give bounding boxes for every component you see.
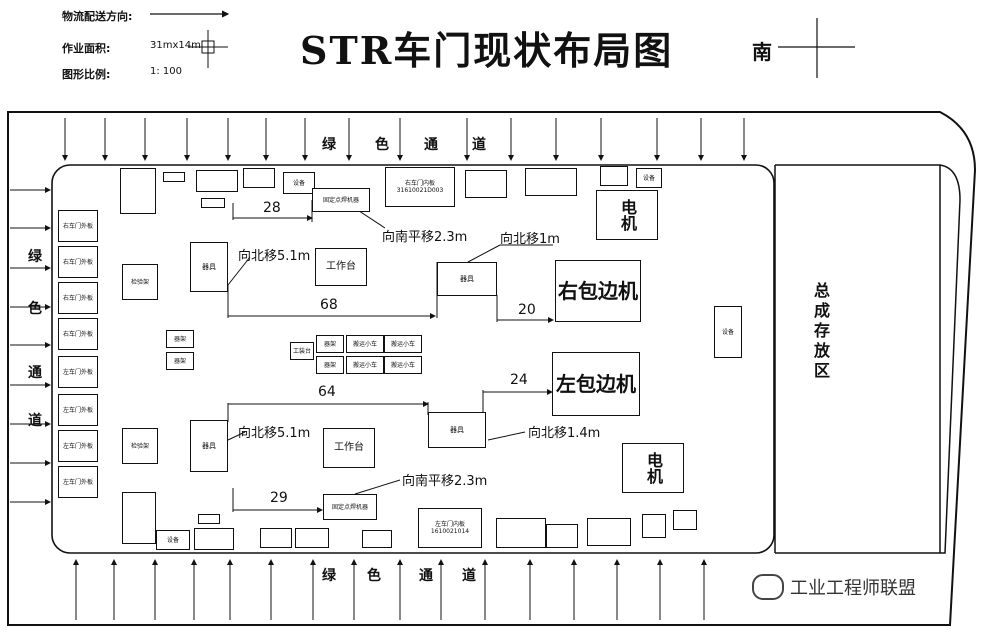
dim-20: 20	[518, 302, 536, 318]
area-value: 31mx14m	[150, 40, 201, 51]
bottom-device-9	[546, 524, 578, 548]
right-hemming-machine: 右包边机	[555, 260, 641, 322]
green-channel-left-2: 色	[28, 301, 42, 317]
watermark: 工业工程师联盟	[752, 574, 916, 600]
motor-bottom: 电机	[622, 443, 684, 493]
top-device-8	[525, 168, 577, 196]
top-device-9	[600, 166, 628, 186]
watermark-text: 工业工程师联盟	[790, 578, 916, 599]
bottom-device-8	[496, 518, 546, 548]
top-device-4	[201, 198, 225, 208]
bottom-device-5	[260, 528, 292, 548]
outer-boundary	[7, 111, 977, 626]
bottom-device-3	[198, 514, 220, 524]
scale-label: 图形比例:	[62, 68, 111, 81]
dim-68: 68	[320, 297, 338, 313]
equipment-bottom: 设备	[156, 530, 190, 550]
station-c: 器架	[316, 335, 344, 353]
bottom-device-10	[587, 518, 631, 546]
green-channel-bottom-1: 绿	[322, 568, 336, 584]
green-channel-top-2: 色	[375, 137, 389, 153]
dim-64: 64	[318, 384, 336, 400]
direction-label: 物流配送方向:	[62, 10, 133, 23]
left-rack-1: 右车门外板	[58, 210, 98, 242]
workbench-bottom: 工作台	[323, 428, 375, 468]
fixture-top-left: 器具	[190, 242, 228, 292]
move-north-14: 向北移1.4m	[528, 426, 601, 441]
finished-storage-label: 总成存放区	[811, 282, 830, 382]
cart-2: 搬运小车	[384, 335, 422, 353]
dim-28: 28	[263, 200, 281, 216]
station-a: 器架	[166, 330, 194, 348]
move-south-top: 向南平移2.3m	[382, 230, 468, 245]
left-rack-7: 左车门外板	[58, 430, 98, 462]
bottom-inner-left: 左车门内板	[434, 521, 465, 528]
move-north-bottom: 向北移5.1m	[238, 426, 311, 441]
scale-value: 1: 100	[150, 66, 182, 77]
top-inner-right-code: 31610021D003	[396, 187, 444, 194]
green-channel-bottom-3: 通	[419, 568, 433, 584]
cart-3: 搬运小车	[346, 356, 384, 374]
station-b: 器架	[166, 352, 194, 370]
left-rack-6: 左车门外板	[58, 394, 98, 426]
bottom-device-11	[642, 514, 666, 538]
green-channel-bottom-4: 道	[462, 568, 476, 584]
green-channel-left-4: 道	[28, 413, 42, 429]
dim-29: 29	[270, 490, 288, 506]
bottom-device-4	[194, 528, 234, 550]
top-device-5	[243, 168, 275, 188]
green-channel-top-4: 道	[472, 137, 486, 153]
left-rack-2: 右车门外板	[58, 246, 98, 278]
top-device-7	[465, 170, 507, 198]
green-channel-left-3: 通	[28, 365, 42, 381]
work-area	[51, 164, 775, 554]
equipment-right: 设备	[714, 306, 742, 358]
left-rack-5: 左车门外板	[58, 356, 98, 388]
green-channel-left-1: 绿	[28, 249, 42, 265]
inner-panel-bottom-box: 左车门内板 1610021014	[418, 508, 482, 548]
small-a: 工装台	[290, 342, 314, 360]
bottom-inner-left-code: 1610021014	[430, 528, 470, 535]
inspect-top: 检验架	[122, 264, 158, 300]
cart-1: 搬运小车	[346, 335, 384, 353]
fixed-gun-bottom: 固定点焊机器	[323, 494, 377, 520]
workbench-top: 工作台	[315, 248, 367, 286]
equipment-top-2: 设备	[636, 168, 662, 188]
bottom-device-12	[673, 510, 697, 530]
fixed-gun-top: 固定点焊机器	[312, 188, 370, 212]
top-device-2	[163, 172, 185, 182]
move-north-1m: 向北移1m	[500, 232, 560, 247]
inspect-bottom: 检验架	[122, 428, 158, 464]
top-device-1	[120, 168, 156, 214]
move-south-bottom: 向南平移2.3m	[402, 474, 488, 489]
top-device-3	[196, 170, 238, 192]
station-d: 器架	[316, 356, 344, 374]
left-rack-3: 右车门外板	[58, 282, 98, 314]
fixture-bottom-left: 器具	[190, 420, 228, 472]
left-rack-4: 右车门外板	[58, 318, 98, 350]
move-north-top: 向北移5.1m	[238, 249, 311, 264]
left-hemming-machine: 左包边机	[552, 352, 640, 416]
green-channel-bottom-2: 色	[367, 568, 381, 584]
top-inner-right: 右车门内板	[404, 180, 435, 187]
south-label: 南	[752, 40, 772, 64]
inner-panel-top-box: 右车门内板 31610021D003	[385, 167, 455, 207]
motor-top: 电机	[596, 190, 658, 240]
cart-4: 搬运小车	[384, 356, 422, 374]
page-title: STR车门现状布局图	[300, 28, 674, 73]
bottom-device-1	[122, 492, 156, 544]
equipment-top: 设备	[283, 172, 315, 194]
green-channel-top-3: 通	[424, 137, 438, 153]
bottom-device-6	[295, 528, 329, 548]
dim-24: 24	[510, 372, 528, 388]
fixture-top-right: 器具	[437, 262, 497, 296]
area-label: 作业面积:	[62, 42, 111, 55]
fixture-bottom-right: 器具	[428, 412, 486, 448]
green-channel-top-1: 绿	[322, 137, 336, 153]
bottom-device-7	[362, 530, 392, 548]
wechat-icon	[752, 574, 784, 600]
left-rack-8: 左车门外板	[58, 466, 98, 498]
